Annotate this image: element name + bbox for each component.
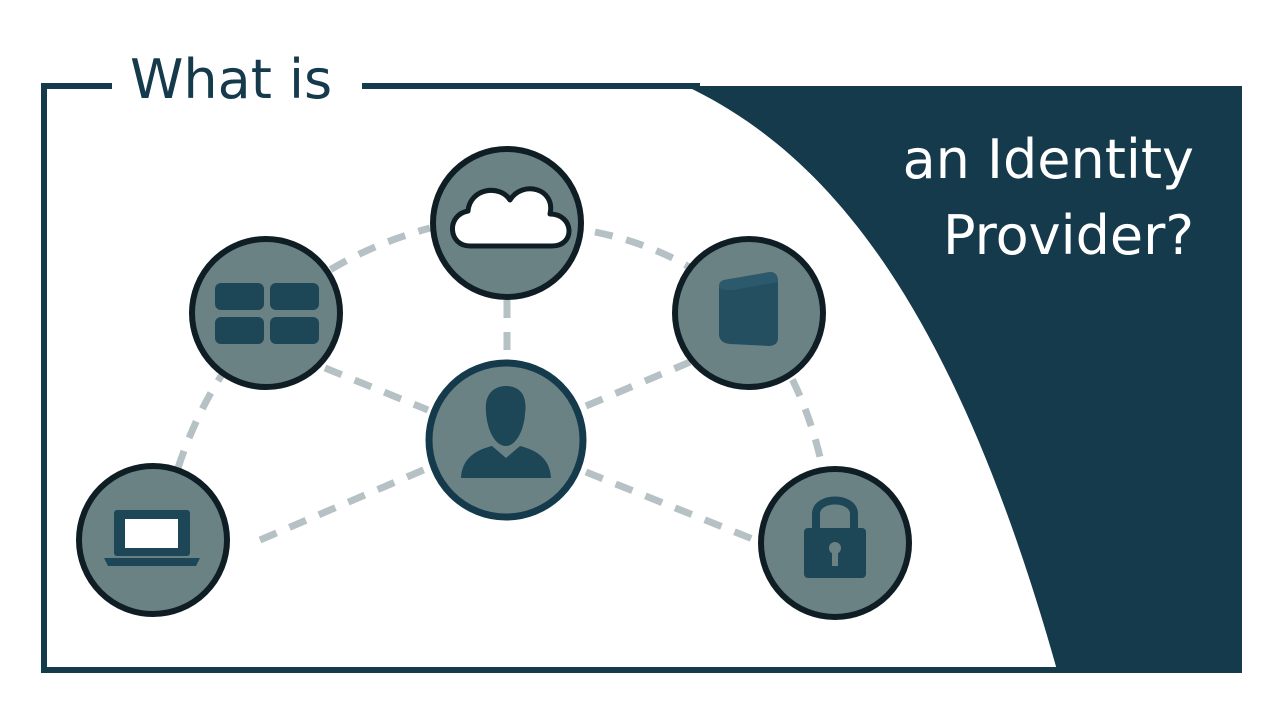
node-server xyxy=(672,236,826,390)
node-user xyxy=(425,359,587,521)
title-line-what-is: What is xyxy=(130,48,332,111)
node-apps xyxy=(189,236,343,390)
node-cloud xyxy=(430,146,584,300)
app-grid-icon xyxy=(215,283,319,344)
frame-border xyxy=(41,83,1242,673)
user-icon xyxy=(461,386,551,478)
padlock-icon xyxy=(804,496,866,578)
server-icon xyxy=(719,272,778,346)
navy-curved-panel xyxy=(686,86,1242,670)
node-laptop xyxy=(76,463,230,617)
cloud-icon xyxy=(450,186,572,249)
laptop-icon xyxy=(104,510,200,566)
title-line-identity: an Identity xyxy=(903,128,1194,191)
node-lock xyxy=(758,466,912,620)
server-icon-top xyxy=(719,272,778,291)
title-line-provider: Provider? xyxy=(943,204,1194,267)
